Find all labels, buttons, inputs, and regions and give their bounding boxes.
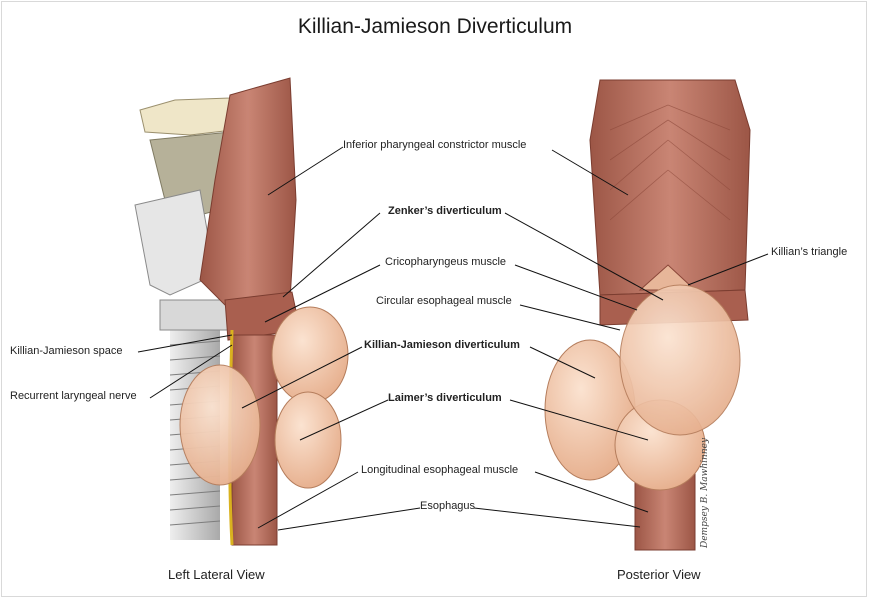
label-circular-esophageal: Circular esophageal muscle <box>376 295 512 307</box>
laimer-pouch-lateral <box>274 391 342 489</box>
zenker-pouch-lateral <box>271 306 349 404</box>
leader-lines <box>137 146 769 531</box>
view-caption-posterior: Posterior View <box>617 567 701 582</box>
label-recurrent-laryngeal-nerve: Recurrent laryngeal nerve <box>10 390 137 402</box>
label-laimer: Laimer’s diverticulum <box>388 392 502 404</box>
artist-signature: Dempsey B. Mawhinney <box>700 437 710 548</box>
posterior-illustration <box>544 79 751 551</box>
label-killians-triangle: Killian’s triangle <box>771 246 848 258</box>
label-zenker: Zenker’s diverticulum <box>388 205 502 217</box>
view-caption-left-lateral: Left Lateral View <box>168 567 265 582</box>
figure-title: Killian-Jamieson Diverticulum <box>297 15 573 38</box>
cricoid-cartilage <box>134 189 216 296</box>
label-longitudinal-esophageal: Longitudinal esophageal muscle <box>361 464 519 476</box>
label-esophagus: Esophagus <box>420 500 476 512</box>
label-kj-space: Killian-Jamieson space <box>10 345 123 357</box>
pharynx-posterior <box>589 79 751 296</box>
zenker-pouch-posterior <box>619 284 741 436</box>
label-inferior-constrictor: Inferior pharyngeal constrictor muscle <box>343 139 527 151</box>
cricoid-ring <box>159 299 231 331</box>
label-cricopharyngeus: Cricopharyngeus muscle <box>385 256 507 268</box>
left-lateral-illustration <box>134 77 349 546</box>
label-kj-diverticulum: Killian-Jamieson diverticulum <box>364 339 520 351</box>
kj-diverticulum-pouch-lateral <box>179 364 261 486</box>
